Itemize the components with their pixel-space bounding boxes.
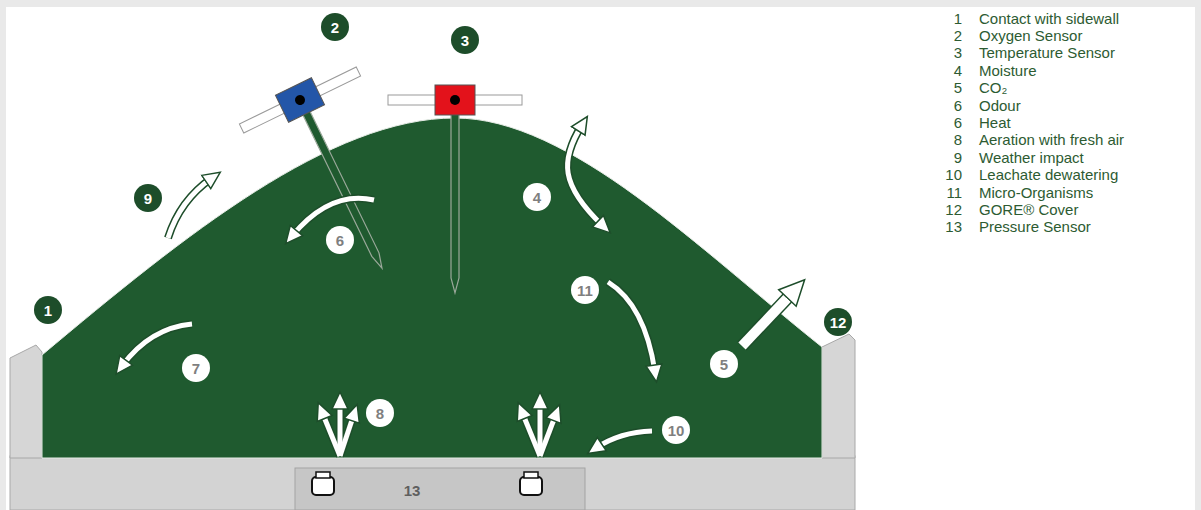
legend-number: 9 bbox=[954, 150, 962, 165]
legend-number: 2 bbox=[954, 28, 962, 43]
legend-text: GORE® Cover bbox=[979, 202, 1078, 217]
legend-text: Temperature Sensor bbox=[979, 45, 1115, 60]
bunker-floor bbox=[10, 456, 855, 510]
aeration-arrow bbox=[340, 414, 354, 456]
legend-text: Moisture bbox=[979, 63, 1037, 78]
legend-number: 8 bbox=[954, 132, 962, 147]
legend-number: 1 bbox=[954, 11, 962, 26]
legend-number: 13 bbox=[945, 219, 962, 234]
legend-number: 5 bbox=[954, 80, 962, 95]
legend-text: Aeration with fresh air bbox=[979, 132, 1124, 147]
page-ground bbox=[6, 7, 1195, 510]
co2-arrow bbox=[742, 290, 795, 346]
callout-number: 5 bbox=[710, 350, 738, 378]
callout-number: 13 bbox=[404, 483, 421, 498]
temperature-sensor bbox=[388, 85, 522, 293]
legend-text: Leachate dewatering bbox=[979, 167, 1118, 182]
compost-heap bbox=[42, 118, 822, 458]
legend-text: Heat bbox=[979, 115, 1011, 130]
callout-number: 8 bbox=[366, 399, 394, 427]
aeration-arrow bbox=[540, 414, 556, 456]
microorganism-arrow bbox=[608, 282, 655, 372]
legend-text: Contact with sidewall bbox=[979, 11, 1119, 26]
aeration-pipe bbox=[312, 472, 334, 495]
legend-text: Pressure Sensor bbox=[979, 219, 1091, 234]
callout-number: 2 bbox=[321, 13, 349, 41]
legend-text: Micro-Organisms bbox=[979, 185, 1093, 200]
callout-number: 7 bbox=[182, 354, 210, 382]
process-arrows-outline bbox=[122, 125, 795, 456]
process-arrows bbox=[122, 125, 795, 456]
callout-number: 12 bbox=[824, 308, 852, 336]
aeration-pipe bbox=[520, 472, 542, 495]
callout-number: 10 bbox=[662, 416, 690, 444]
aeration-arrow bbox=[322, 412, 340, 456]
legend-number: 6 bbox=[954, 98, 962, 113]
callout-number: 6 bbox=[326, 226, 354, 254]
callout-number: 11 bbox=[571, 276, 599, 304]
leachate-arrow bbox=[596, 431, 652, 448]
weather-arrow bbox=[168, 178, 212, 238]
callout-number: 9 bbox=[134, 184, 162, 212]
oxygen-sensor bbox=[235, 58, 440, 297]
moisture-arrow bbox=[567, 125, 603, 226]
heat-arrow bbox=[122, 324, 192, 366]
legend-number: 4 bbox=[954, 63, 962, 78]
legend-text: Weather impact bbox=[979, 150, 1084, 165]
aeration-arrow bbox=[522, 412, 540, 456]
legend-number: 10 bbox=[945, 167, 962, 182]
legend-text: Oxygen Sensor bbox=[979, 28, 1082, 43]
aeration-channel bbox=[295, 468, 585, 510]
sidewall bbox=[10, 345, 42, 458]
callout-number: 1 bbox=[34, 296, 62, 324]
callout-number: 3 bbox=[451, 26, 479, 54]
sidewall bbox=[822, 334, 855, 458]
legend-number: 11 bbox=[946, 185, 962, 200]
legend-text: Odour bbox=[979, 98, 1021, 113]
legend-number: 6 bbox=[954, 115, 962, 130]
callout-number: 4 bbox=[523, 183, 551, 211]
legend-text: CO₂ bbox=[979, 80, 1007, 95]
legend-number: 12 bbox=[945, 202, 962, 217]
legend-number: 3 bbox=[954, 45, 962, 60]
